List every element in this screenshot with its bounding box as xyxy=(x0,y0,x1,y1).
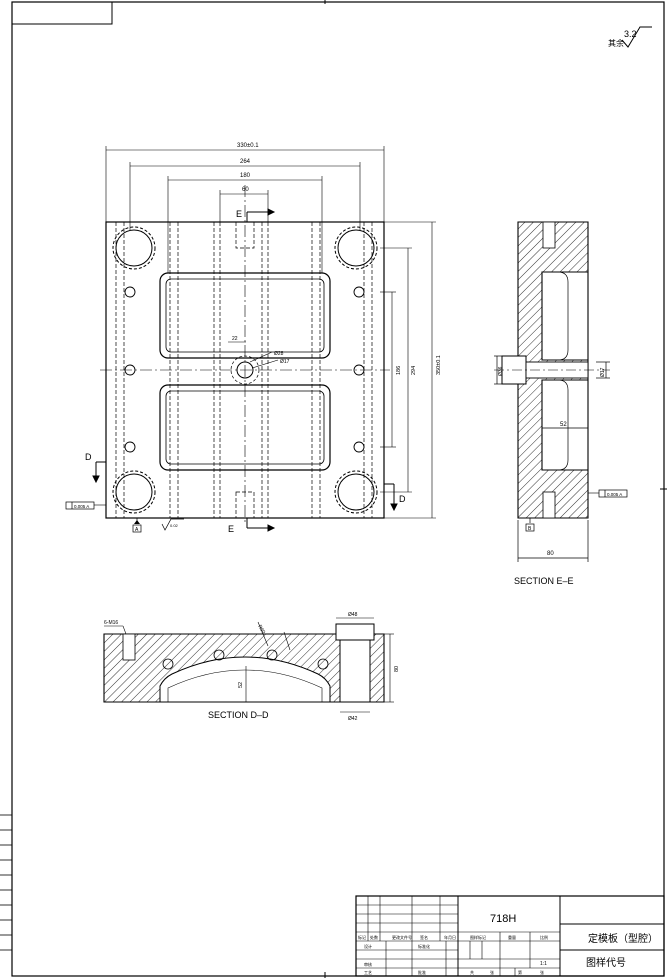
section-dd-view: 6-M16 Ø48 Ø42 80 52 R60 xyxy=(103,612,400,722)
dim-overall-width: 330±0.1 xyxy=(237,143,259,149)
scale-value: 1:1 xyxy=(540,961,547,967)
corner-box xyxy=(11,1,113,25)
section-ee-label: SECTION E–E xyxy=(514,576,574,586)
dim-60: 60 xyxy=(242,187,249,193)
svg-text:Ø48: Ø48 xyxy=(348,612,358,618)
svg-text:0.005 A: 0.005 A xyxy=(607,492,622,497)
svg-text:工艺: 工艺 xyxy=(364,970,372,975)
svg-text:52: 52 xyxy=(560,422,567,428)
left-edge-ticks xyxy=(0,814,12,951)
svg-text:共: 共 xyxy=(470,969,474,975)
material-label: 718H xyxy=(490,913,516,925)
part-name: 定模板（型腔） xyxy=(588,932,658,945)
svg-text:Ø17: Ø17 xyxy=(600,367,606,377)
dim-350: 350±0.1 xyxy=(436,355,442,375)
svg-text:Ø36: Ø36 xyxy=(498,366,504,376)
section-dd-label: SECTION D–D xyxy=(208,710,269,720)
svg-text:重量: 重量 xyxy=(508,934,516,940)
svg-text:80: 80 xyxy=(394,666,400,672)
title-block-text: 718H 定模板（型腔） 图样代号 1:1 标记 处数 更改文件号 签名 年月日… xyxy=(358,913,658,975)
svg-text:其余: 其余 xyxy=(608,38,624,48)
svg-text:审核: 审核 xyxy=(364,961,372,967)
dim-180: 180 xyxy=(240,173,251,179)
svg-text:标准化: 标准化 xyxy=(418,943,430,949)
dim-294: 294 xyxy=(411,366,417,375)
svg-text:年月日: 年月日 xyxy=(444,934,456,940)
svg-text:设计: 设计 xyxy=(364,943,372,949)
plan-view xyxy=(100,185,390,525)
svg-text:6-M16: 6-M16 xyxy=(104,620,118,626)
title-block xyxy=(355,895,665,977)
svg-text:B: B xyxy=(528,526,532,532)
section-d-marker-right: D xyxy=(399,494,406,504)
svg-text:0.005 A: 0.005 A xyxy=(74,504,89,509)
svg-text:处数: 处数 xyxy=(370,934,378,940)
drawing-no-label: 图样代号 xyxy=(586,956,626,969)
dim-186: 186 xyxy=(396,366,402,375)
dim-264: 264 xyxy=(240,159,251,165)
svg-text:80: 80 xyxy=(547,551,554,557)
svg-text:0.02: 0.02 xyxy=(170,523,179,528)
section-d-marker-left: D xyxy=(85,452,92,462)
svg-text:签名: 签名 xyxy=(420,934,428,940)
svg-text:更改文件号: 更改文件号 xyxy=(392,934,412,940)
svg-text:标记: 标记 xyxy=(358,934,366,940)
svg-text:张: 张 xyxy=(490,969,494,975)
dim-d17: Ø17 xyxy=(280,359,290,365)
svg-text:A: A xyxy=(135,527,139,533)
datum-a: A xyxy=(132,518,142,533)
plan-dimensions xyxy=(105,146,436,519)
svg-text:3.2: 3.2 xyxy=(624,29,637,39)
flatness-frame-left: 0.005 A xyxy=(65,501,106,510)
svg-text:第: 第 xyxy=(518,969,522,975)
section-e-marker-bottom: E xyxy=(228,524,234,534)
svg-text:52: 52 xyxy=(238,682,244,688)
svg-text:Ø42: Ø42 xyxy=(348,716,358,722)
roughness-small: 0.02 xyxy=(161,518,184,531)
dim-22: 22 xyxy=(232,336,238,342)
section-markers xyxy=(92,208,398,532)
section-ee-view: 80 52 Ø36 Ø17 0.005 A B xyxy=(494,221,628,562)
roughness-symbol: 其余 3.2 xyxy=(608,26,652,48)
svg-text:张: 张 xyxy=(540,969,544,975)
svg-text:比例: 比例 xyxy=(540,934,548,940)
section-e-marker-top: E xyxy=(236,209,242,219)
dim-d28: Ø28 xyxy=(274,351,284,357)
svg-text:R60: R60 xyxy=(256,624,266,635)
svg-text:批准: 批准 xyxy=(418,969,426,975)
svg-text:图样标记: 图样标记 xyxy=(470,934,486,940)
